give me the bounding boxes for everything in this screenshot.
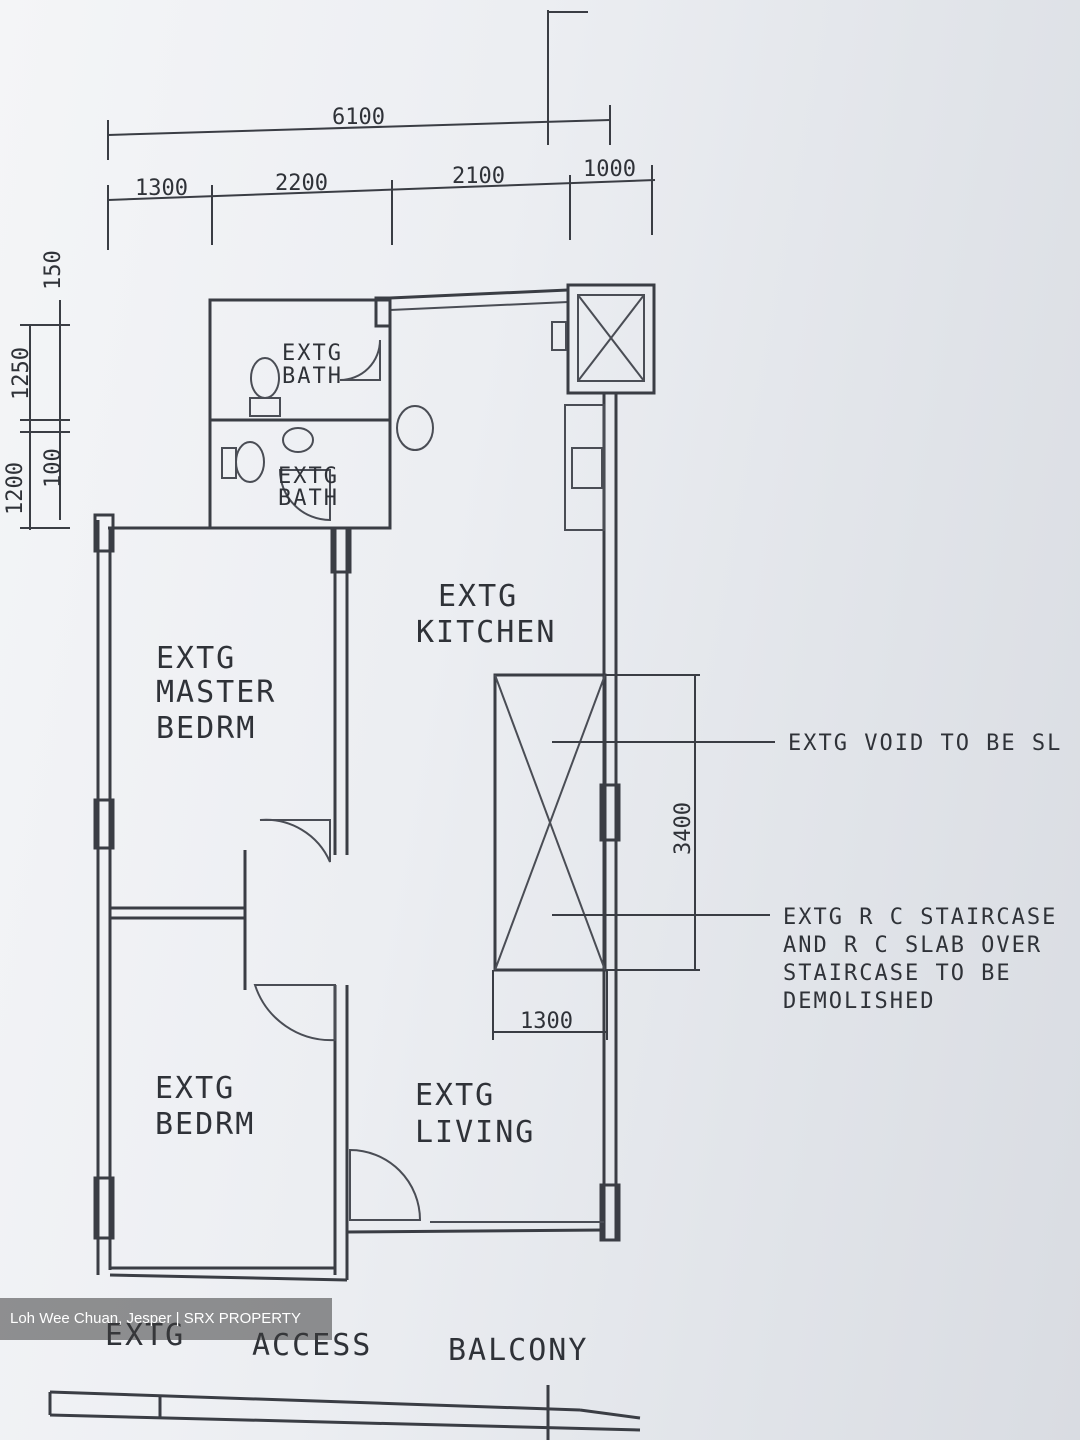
basin-icon xyxy=(282,427,314,453)
note-staircase-line2: AND R C SLAB OVER xyxy=(783,933,1042,958)
room-kitchen-label-line2: KITCHEN xyxy=(416,615,556,650)
dim-segment-3: 2100 xyxy=(452,164,505,189)
balcony-label-word3: BALCONY xyxy=(448,1333,588,1368)
room-bedroom-label-line1: EXTG xyxy=(155,1071,235,1106)
room-master-label-line2: MASTER xyxy=(156,675,276,710)
balcony-edge xyxy=(48,1385,641,1440)
room-living-label-line2: LIVING xyxy=(415,1115,535,1150)
room-master-label-line3: BEDRM xyxy=(156,711,256,746)
basin-icon xyxy=(396,405,434,451)
note-staircase-line3: STAIRCASE TO BE xyxy=(783,961,1012,986)
dim-void-width: 1300 xyxy=(520,1009,573,1034)
note-staircase-line1: EXTG R C STAIRCASE xyxy=(783,905,1057,930)
dim-segment-1: 1300 xyxy=(135,176,188,201)
room-bath-1-label-line2: BATH xyxy=(282,364,343,389)
watermark-caption: Loh Wee Chuan, Jesper | SRX PROPERTY xyxy=(0,1298,332,1340)
toilet-icon xyxy=(249,357,281,417)
room-bath-2-label-line2: BATH xyxy=(278,486,339,511)
toilet-icon xyxy=(221,441,265,483)
left-dimensions xyxy=(20,300,70,530)
top-dimensions xyxy=(107,10,656,250)
dim-left-1200: 1200 xyxy=(3,462,28,515)
dim-segment-4: 1000 xyxy=(583,157,636,182)
dim-void-height: 3400 xyxy=(671,802,696,855)
dim-segment-2: 2200 xyxy=(275,171,328,196)
door-swings xyxy=(253,339,422,1221)
staircase-void xyxy=(492,673,775,1040)
note-void: EXTG VOID TO BE SL xyxy=(788,731,1062,756)
dim-left-100: 100 xyxy=(41,448,66,488)
room-kitchen-label-line1: EXTG xyxy=(438,579,518,614)
room-master-label-line1: EXTG xyxy=(156,641,236,676)
room-living-label-line1: EXTG xyxy=(415,1078,495,1113)
room-bedroom-label-line2: BEDRM xyxy=(155,1107,255,1142)
room-bath-1-label-line1: EXTG xyxy=(282,341,343,366)
dim-left-150: 150 xyxy=(41,250,66,290)
room-bath-2-label-line1: EXTG xyxy=(278,464,339,489)
dim-overall-width: 6100 xyxy=(332,105,385,130)
dim-left-1250: 1250 xyxy=(9,347,34,400)
walls xyxy=(93,283,656,1282)
note-staircase-line4: DEMOLISHED xyxy=(783,989,935,1014)
